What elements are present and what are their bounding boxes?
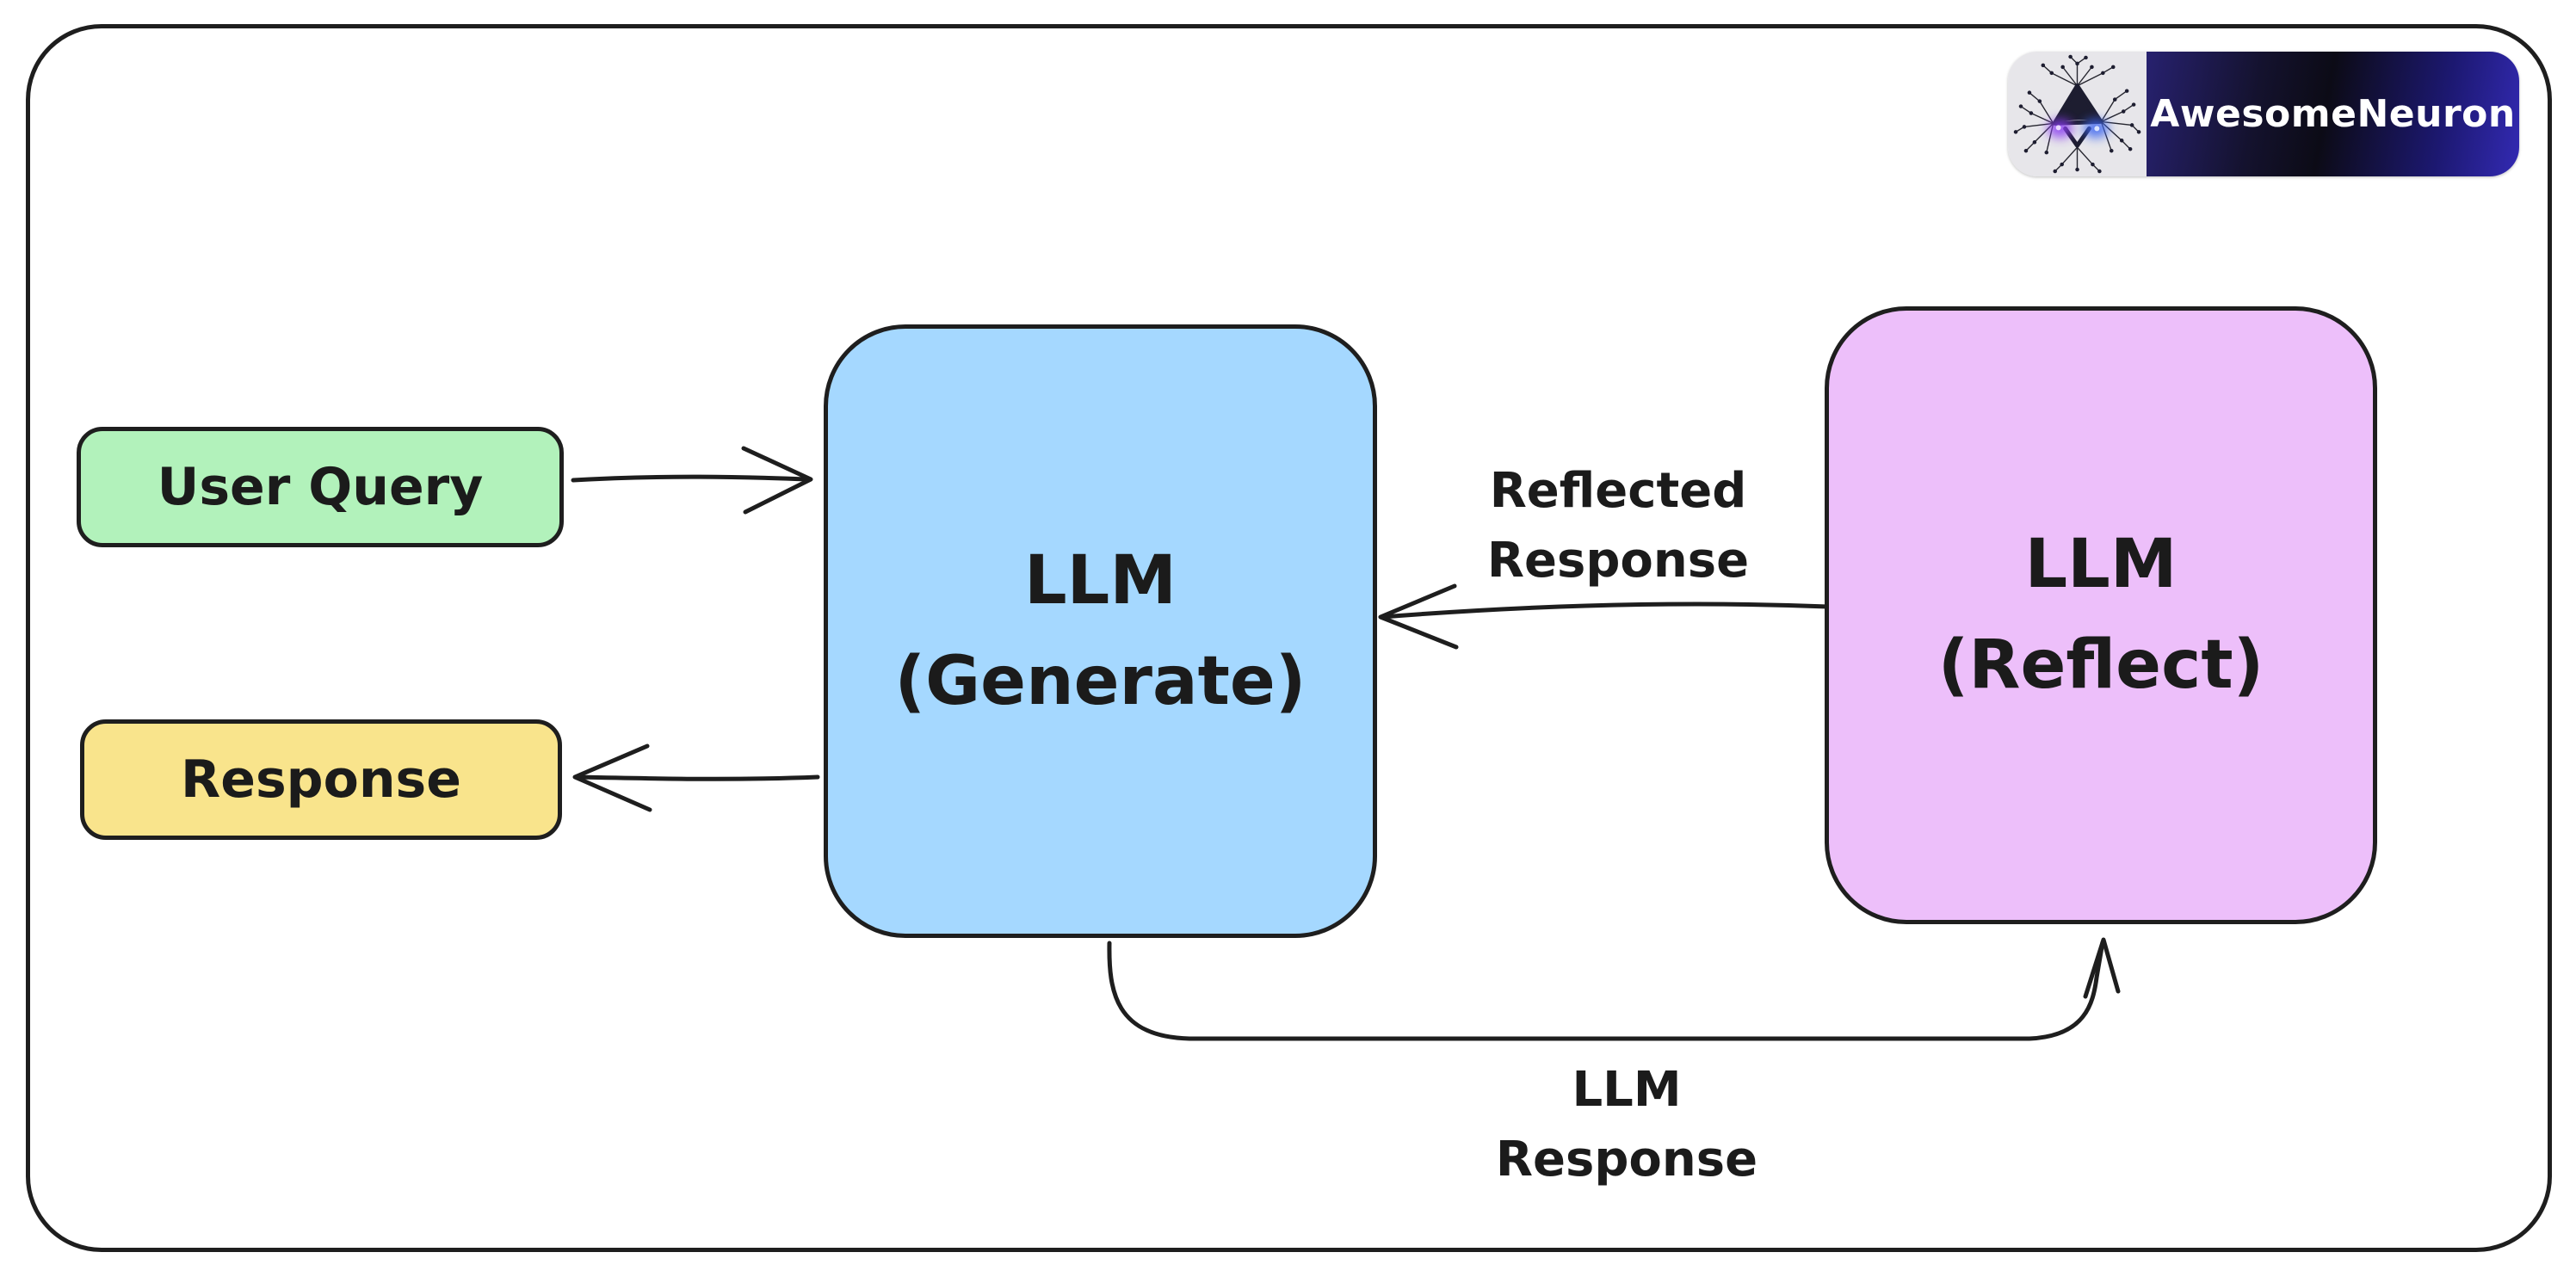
edge-generate-to-reflect — [1107, 940, 2105, 1041]
edge-label-llm-response-line2: Response — [1495, 1132, 1758, 1188]
node-llm-reflect-label-line1: LLM — [2024, 526, 2178, 603]
edge-user-query-to-generate — [571, 474, 812, 483]
edge-label-llm-response-line1: LLM — [1572, 1062, 1682, 1118]
node-llm-reflect-label-line2: (Reflect) — [1937, 626, 2264, 704]
edge-label-reflected-line1: Reflected — [1489, 463, 1747, 519]
edge-generate-to-reflect-arrowhead — [2083, 937, 2121, 999]
node-response-label: Response — [181, 750, 461, 810]
edge-label-llm-response: LLM Response — [1420, 1055, 1833, 1194]
node-llm-generate-label-line2: (Generate) — [894, 642, 1307, 720]
edge-reflect-to-generate — [1380, 601, 1831, 620]
node-user-query-label: User Query — [157, 457, 484, 517]
outer-border — [26, 24, 2552, 1252]
edge-label-reflected-response: Reflected Response — [1412, 456, 1825, 595]
edge-reflect-to-generate-arrowhead — [1378, 583, 1459, 650]
brand-name-bar: AwesomeNeuron — [2147, 52, 2519, 176]
node-llm-generate: LLM (Generate) — [824, 324, 1377, 938]
neuron-illustration-svg — [2013, 54, 2141, 174]
edge-generate-to-response — [574, 774, 820, 781]
neuron-logo-image — [2008, 52, 2147, 176]
edge-user-query-to-generate-arrowhead — [741, 446, 813, 515]
node-response: Response — [80, 719, 562, 840]
brand-logo: AwesomeNeuron — [2008, 52, 2519, 176]
edge-generate-to-response-arrowhead — [572, 743, 652, 812]
node-llm-generate-label-line1: LLM — [1023, 541, 1177, 620]
edge-label-reflected-line2: Response — [1486, 533, 1750, 589]
brand-text: AwesomeNeuron — [2150, 92, 2516, 136]
node-user-query: User Query — [77, 427, 564, 547]
node-llm-reflect: LLM (Reflect) — [1825, 306, 2377, 924]
